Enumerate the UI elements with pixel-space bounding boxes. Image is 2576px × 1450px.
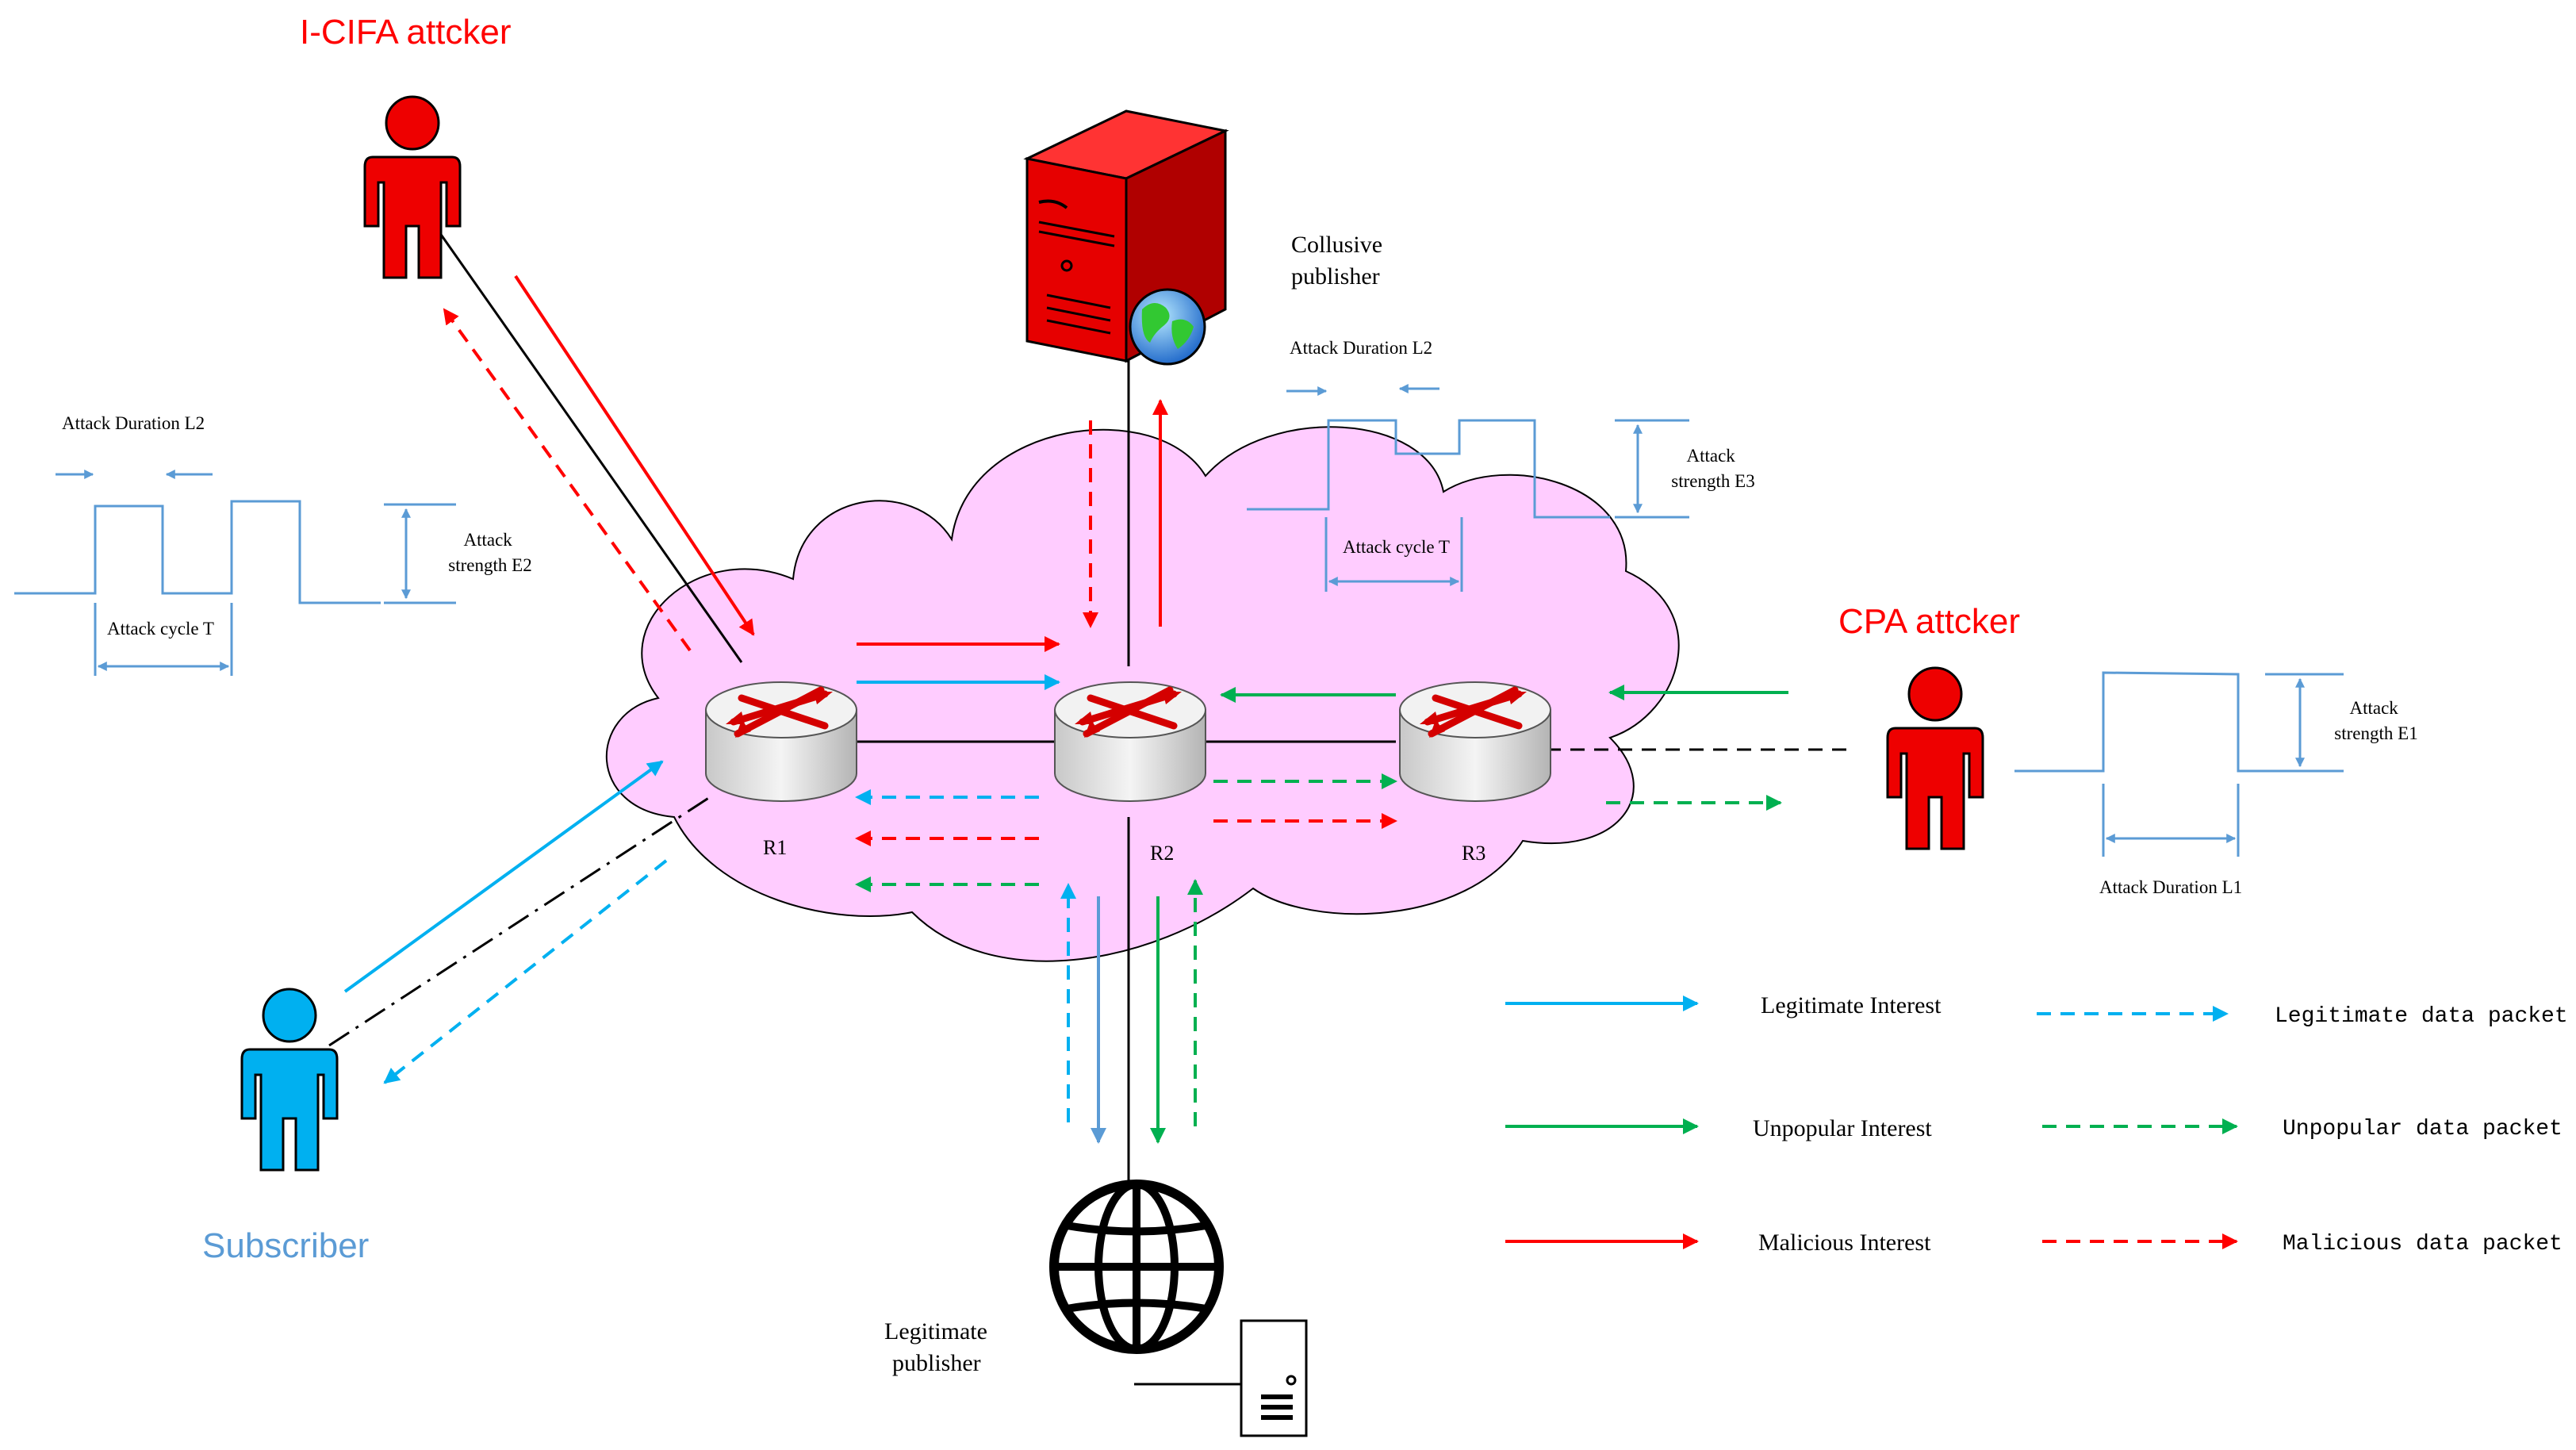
subscriber-icon — [240, 988, 339, 1172]
legend-unpop-data: Unpopular data packet — [2283, 1117, 2563, 1141]
collusive-line-1: Collusive — [1291, 232, 1382, 258]
legit-pub-line-1: Legitimate — [884, 1318, 987, 1345]
legend-legit-data: Legitimate data packet — [2275, 1004, 2568, 1029]
wl-strength-2: strength E2 — [448, 555, 531, 575]
wr-strength-1: Attack — [2349, 698, 2398, 718]
icifa-attacker-label: I-CIFA attcker — [300, 13, 512, 52]
router-r2[interactable] — [1054, 681, 1206, 802]
waveform-top-cycle: Attack cycle T — [1343, 537, 1450, 557]
legend-mal-interest: Malicious Interest — [1758, 1229, 1931, 1256]
collusive-publisher-label: Collusive publisher — [1291, 232, 1389, 290]
waveform-top-duration: Attack Duration L2 — [1290, 338, 1432, 358]
legend-unpop-interest: Unpopular Interest — [1753, 1115, 1932, 1141]
icifa-malicious-interest — [514, 274, 755, 636]
r1-subscriber-legit-data — [383, 859, 668, 1084]
wt-strength-1: Attack — [1686, 446, 1735, 466]
waveform-left-cycle: Attack cycle T — [107, 619, 214, 639]
legit-publisher-globe-icon — [1049, 1180, 1224, 1354]
legit-publisher-server-icon — [1240, 1319, 1308, 1437]
legend: Legitimate Interest Legitimate data pack… — [1505, 992, 2568, 1256]
router-r3-label: R3 — [1462, 842, 1485, 865]
waveform-left-strength: Attack strength E2 — [448, 530, 531, 575]
icifa-malicious-data — [443, 308, 692, 652]
collusive-line-2: publisher — [1291, 263, 1380, 290]
legend-mal-data: Malicious data packet — [2283, 1232, 2563, 1256]
waveform-right: Attack strength E1 Attack Duration L1 — [2014, 671, 2418, 897]
router-r3[interactable] — [1399, 681, 1551, 802]
icifa-attacker-icon — [363, 95, 462, 279]
router-r1-label: R1 — [763, 836, 787, 859]
wr-strength-2: strength E1 — [2334, 723, 2417, 743]
wl-strength-1: Attack — [463, 530, 512, 550]
links — [328, 229, 1848, 1386]
waveform-left-duration: Attack Duration L2 — [62, 413, 205, 433]
cpa-attacker-label: CPA attcker — [1838, 602, 2020, 641]
waveform-top-strength: Attack strength E3 — [1671, 446, 1754, 491]
subscriber-label: Subscriber — [202, 1226, 369, 1265]
waveform-right-duration: Attack Duration L1 — [2099, 877, 2242, 897]
cpa-attacker-icon — [1886, 666, 1984, 850]
waveform-right-strength: Attack strength E1 — [2334, 698, 2417, 743]
legit-publisher-label: Legitimate publisher — [884, 1318, 993, 1376]
router-r2-label: R2 — [1150, 842, 1174, 865]
legit-pub-line-2: publisher — [892, 1350, 981, 1376]
wt-strength-2: strength E3 — [1671, 471, 1754, 491]
legend-legit-interest: Legitimate Interest — [1761, 992, 1942, 1018]
subscriber-legit-interest — [343, 760, 664, 993]
arrows — [343, 274, 1788, 1144]
waveform-top: Attack Duration L2 Attack strength E3 At… — [1247, 338, 1755, 592]
waveform-left: Attack Duration L2 Attack strength E2 At… — [14, 413, 532, 676]
globe-icon — [1129, 288, 1206, 366]
router-r1[interactable] — [705, 681, 857, 802]
